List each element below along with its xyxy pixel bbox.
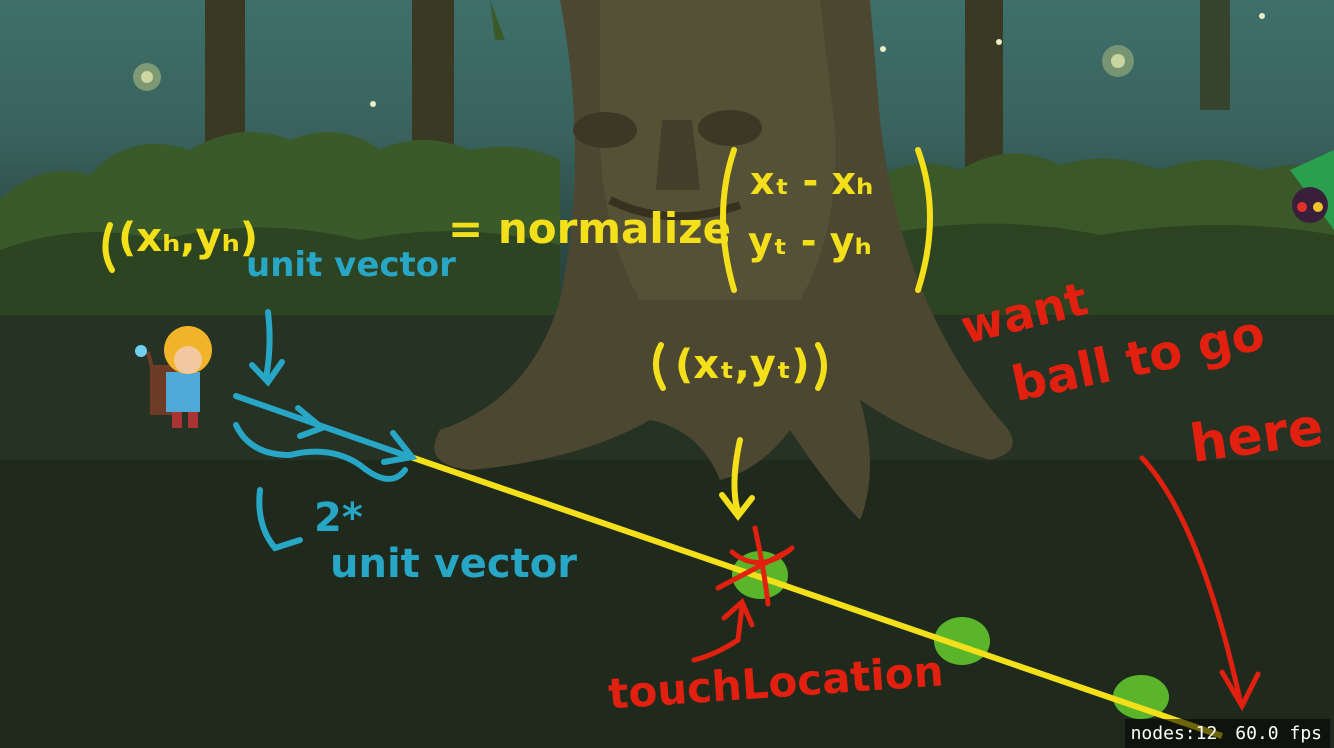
bushes — [0, 132, 1334, 330]
touch-arrow — [719, 437, 755, 521]
matrix-bottom-row: yₜ - yₕ — [748, 219, 872, 263]
two-times-label: 2* — [314, 495, 363, 541]
hero-coords-label: (xₕ,yₕ) — [118, 215, 259, 261]
node-count: nodes:12 — [1130, 723, 1218, 744]
matrix-top-row: xₜ - xₕ — [750, 159, 874, 203]
aim-line — [404, 452, 1223, 739]
fps-counter: 60.0 fps — [1235, 723, 1322, 744]
big-tree — [434, 0, 1013, 520]
normalize-equation: = normalize — [448, 204, 732, 253]
debug-hud: nodes:12 60.0 fps — [1124, 719, 1330, 748]
touch-coords-label: (xₜ,yₜ) — [675, 342, 810, 388]
two-times-unit-vector-label: unit vector — [330, 541, 577, 587]
unit-vector-label: unit vector — [246, 245, 456, 285]
background-trees — [205, 0, 1230, 200]
red-markers — [691, 455, 1261, 712]
hero-character[interactable] — [135, 326, 212, 428]
enemy-bug[interactable] — [1290, 150, 1334, 230]
matrix-brackets — [102, 147, 933, 391]
unit-vector-arrow — [233, 309, 418, 552]
